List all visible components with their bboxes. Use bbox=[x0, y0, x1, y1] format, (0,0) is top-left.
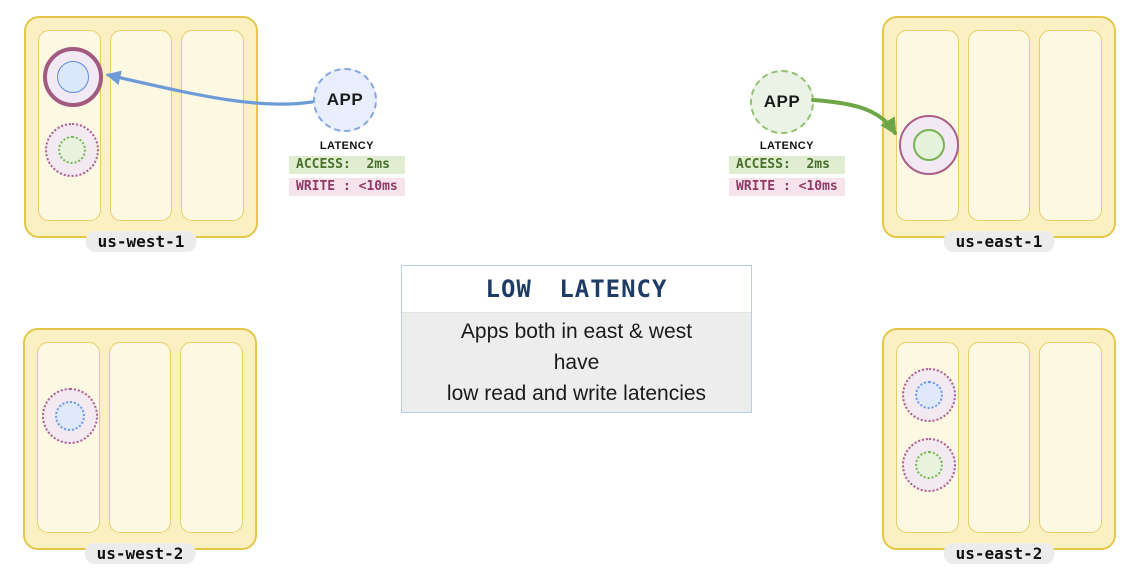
replica-node-active-green-icon bbox=[899, 115, 959, 175]
low-latency-callout: LOW LATENCY Apps both in east & west hav… bbox=[401, 265, 752, 413]
availability-zone bbox=[180, 342, 244, 533]
region-label-text: us-west-1 bbox=[97, 232, 185, 251]
replica-node-dotted-blue-icon bbox=[902, 368, 956, 422]
region-label-text: us-west-2 bbox=[96, 544, 184, 563]
availability-zone bbox=[967, 342, 1031, 533]
region-label-us-west-1: us-west-1 bbox=[85, 231, 197, 252]
replica-node-dotted-green-icon bbox=[902, 438, 956, 492]
latency-panel-east: LATENCY ACCESS: 2ms WRITE : <10ms bbox=[729, 140, 845, 196]
region-us-west-2: us-west-2 bbox=[23, 328, 257, 564]
latency-panel-west: LATENCY ACCESS: 2ms WRITE : <10ms bbox=[289, 140, 405, 196]
callout-line: Apps both in east & west bbox=[460, 320, 693, 343]
latency-write-badge: WRITE : <10ms bbox=[729, 178, 845, 196]
region-label-text: us-east-1 bbox=[955, 232, 1043, 251]
availability-zone bbox=[1039, 30, 1103, 221]
callout-header: LOW LATENCY bbox=[402, 266, 751, 313]
availability-zone bbox=[108, 342, 172, 533]
replica-core-blue-icon bbox=[55, 401, 85, 431]
availability-zone bbox=[181, 30, 245, 221]
availability-zone bbox=[1039, 342, 1103, 533]
replica-core-green-icon bbox=[915, 451, 943, 479]
region-label-us-west-2: us-west-2 bbox=[84, 543, 196, 564]
latency-access-badge: ACCESS: 2ms bbox=[729, 156, 845, 174]
region-us-east-1: us-east-1 bbox=[882, 16, 1116, 252]
region-label-text: us-east-2 bbox=[955, 544, 1043, 563]
latency-write-badge: WRITE : <10ms bbox=[289, 178, 405, 196]
app-label: APP bbox=[763, 92, 801, 111]
app-node-east: APP bbox=[750, 70, 814, 134]
latency-heading: LATENCY bbox=[759, 140, 814, 152]
replica-node-active-blue-icon bbox=[43, 47, 103, 107]
region-us-east-2: us-east-2 bbox=[882, 328, 1116, 564]
callout-line: low read and write latencies bbox=[446, 382, 707, 405]
region-label-us-east-1: us-east-1 bbox=[943, 231, 1055, 252]
replica-node-dotted-green-icon bbox=[45, 123, 99, 177]
app-node-west: APP bbox=[313, 68, 377, 132]
availability-zone bbox=[109, 30, 173, 221]
callout-title: LOW LATENCY bbox=[485, 275, 668, 303]
callout-body: Apps both in east & west have low read a… bbox=[402, 313, 751, 412]
latency-heading: LATENCY bbox=[319, 140, 374, 152]
replica-core-blue-icon bbox=[57, 61, 89, 93]
app-label: APP bbox=[326, 90, 364, 109]
replica-core-green-icon bbox=[913, 129, 945, 161]
availability-zone bbox=[967, 30, 1031, 221]
availability-zones bbox=[896, 342, 1103, 533]
region-us-west-1: us-west-1 bbox=[24, 16, 258, 252]
replica-node-dotted-blue-icon bbox=[42, 388, 98, 444]
replica-core-blue-icon bbox=[915, 381, 943, 409]
latency-access-badge: ACCESS: 2ms bbox=[289, 156, 405, 174]
availability-zones bbox=[37, 342, 244, 533]
region-label-us-east-2: us-east-2 bbox=[943, 543, 1055, 564]
replica-core-green-icon bbox=[58, 136, 86, 164]
callout-line: have bbox=[553, 351, 600, 374]
